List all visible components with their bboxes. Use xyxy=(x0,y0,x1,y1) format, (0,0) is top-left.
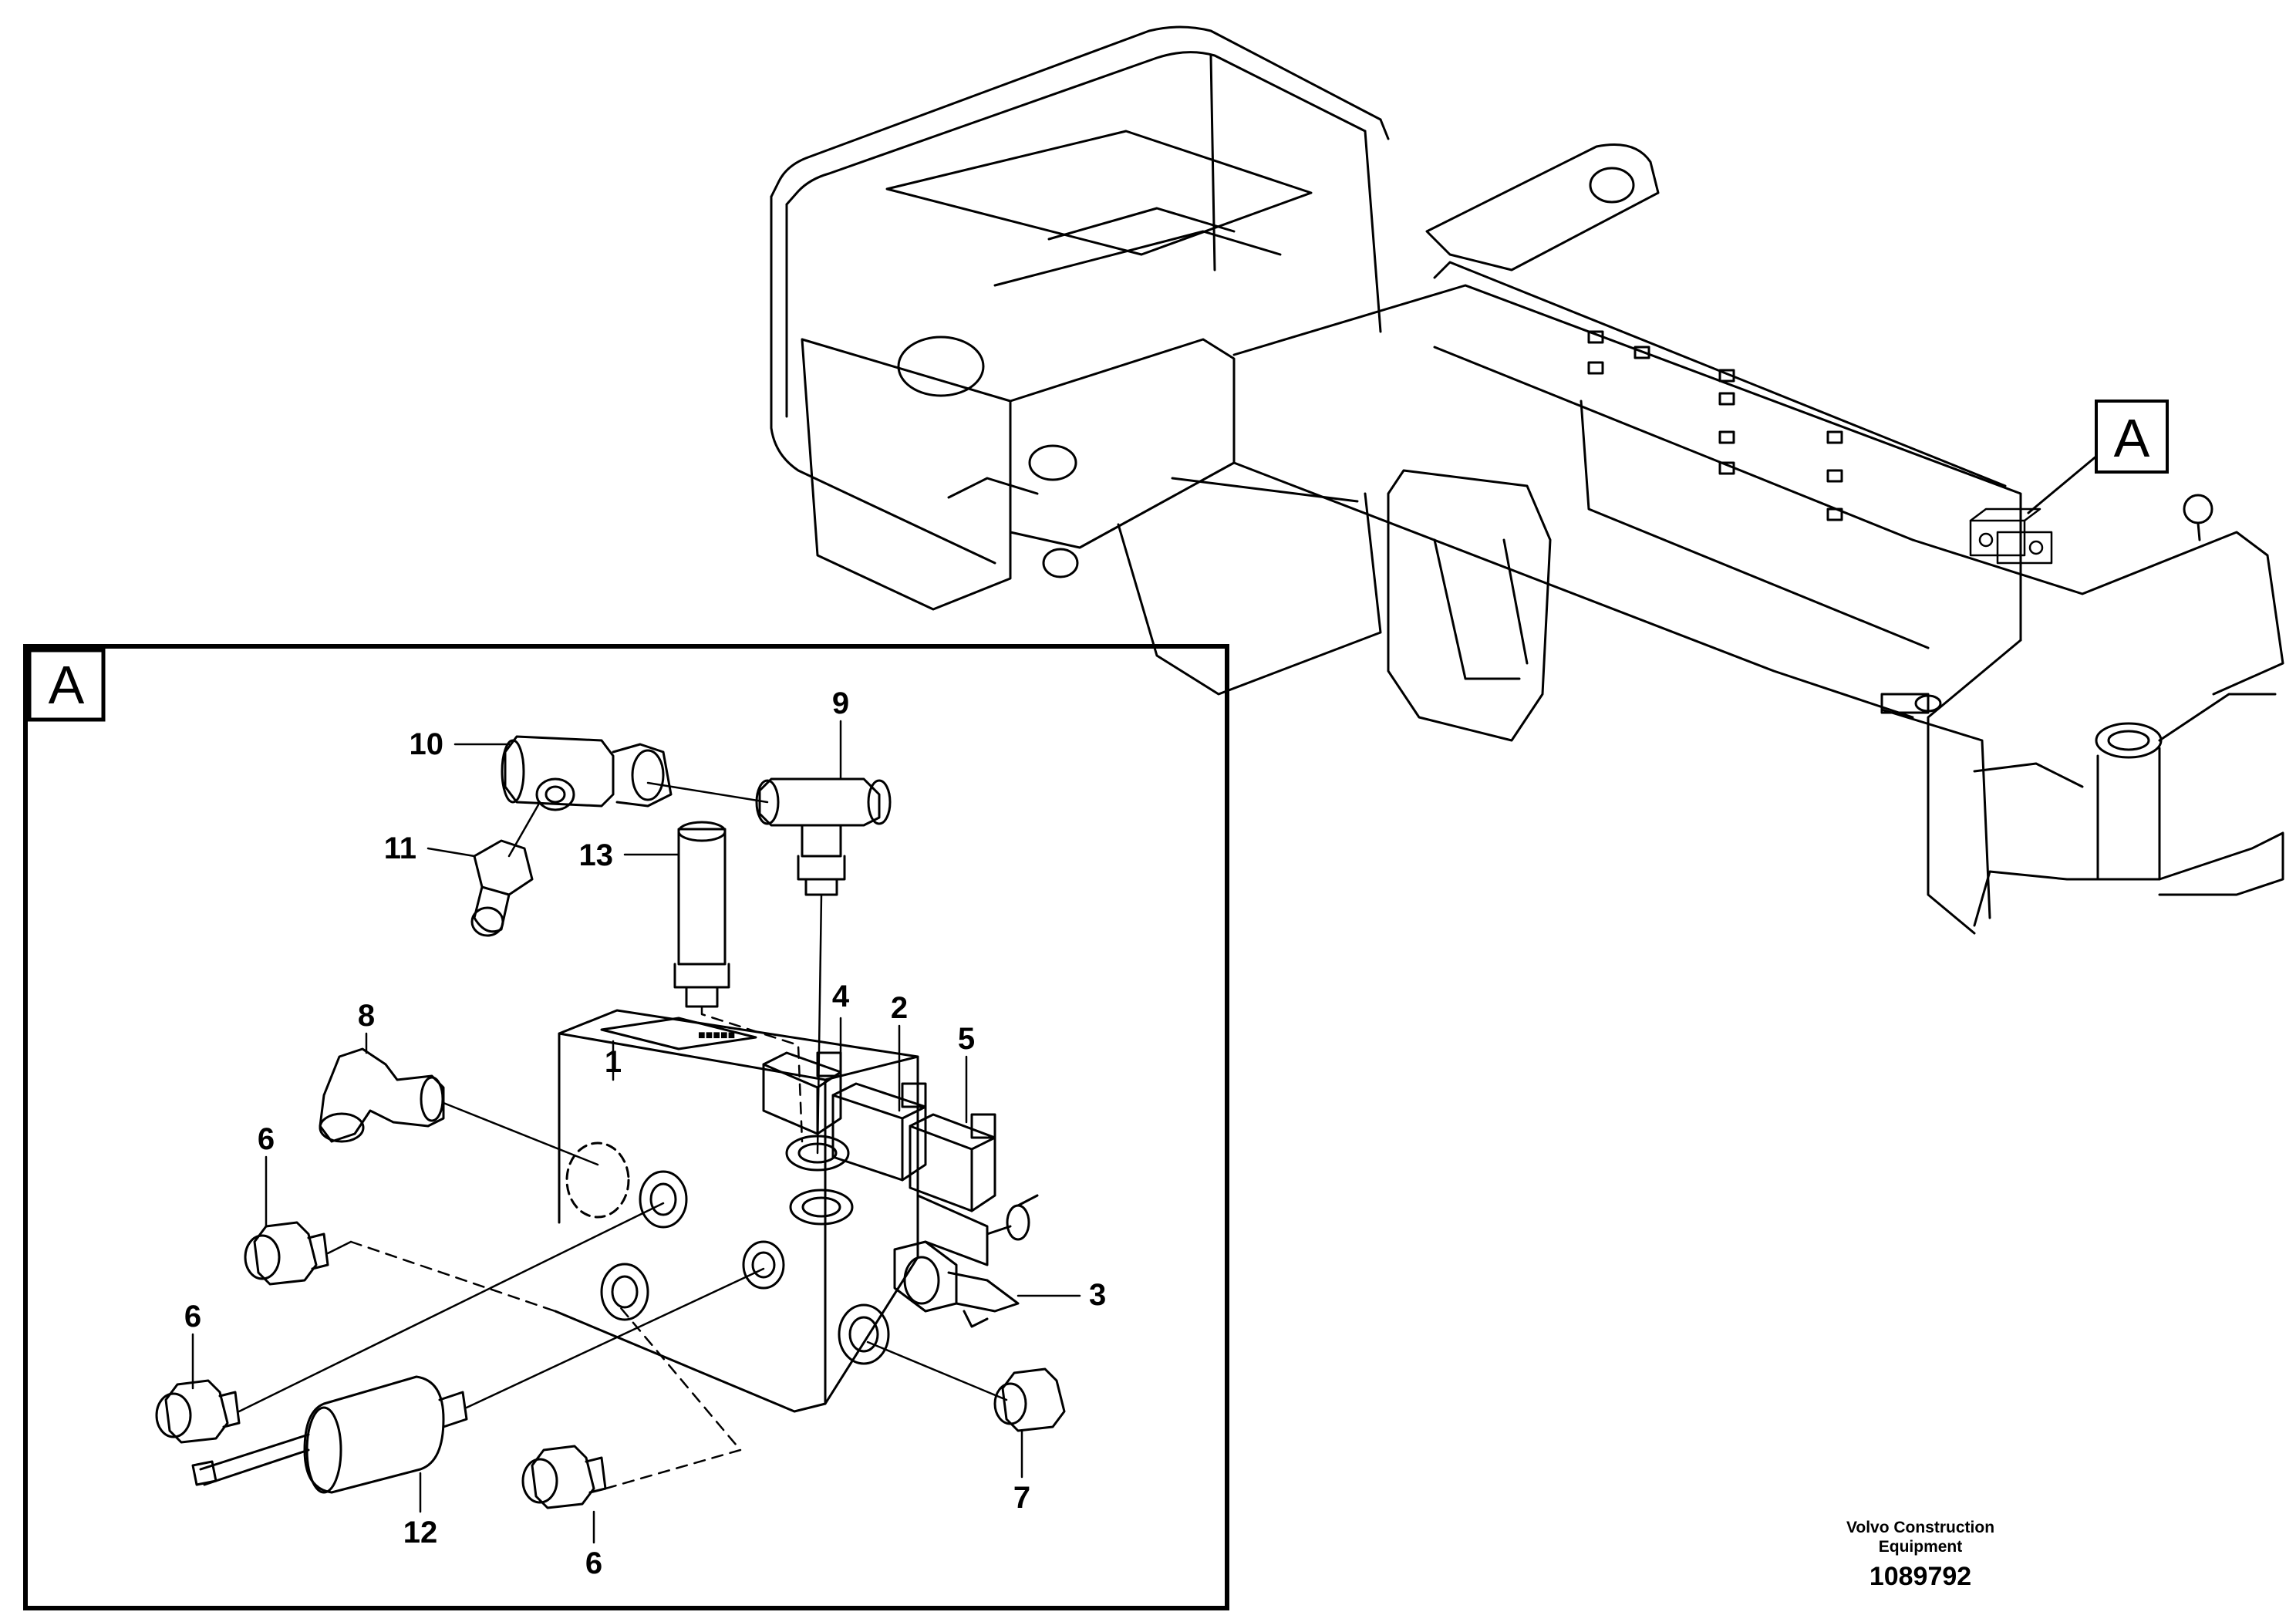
callout-6b: 6 xyxy=(184,1300,201,1334)
valve-location xyxy=(1969,508,2053,565)
view-marker: A xyxy=(2095,400,2169,474)
callout-13: 13 xyxy=(579,838,614,872)
callout-6c: 6 xyxy=(585,1546,602,1580)
callout-labels: 1 2 3 4 5 6 6 6 7 8 9 10 11 12 13 xyxy=(184,686,1106,1580)
callout-8: 8 xyxy=(358,999,375,1033)
plug-6-top xyxy=(244,1221,329,1286)
detail-view-letter: A xyxy=(49,655,85,715)
manufacturer-name: Volvo Construction Equipment xyxy=(1797,1518,2044,1556)
callout-6a: 6 xyxy=(258,1122,275,1156)
callout-12: 12 xyxy=(403,1516,438,1549)
plug-7 xyxy=(993,1367,1066,1432)
view-marker-leader xyxy=(2027,454,2099,514)
callout-5: 5 xyxy=(958,1022,975,1056)
tee-union xyxy=(501,735,673,811)
callout-7: 7 xyxy=(1013,1481,1030,1515)
solenoid-coils xyxy=(762,1051,1039,1266)
plug-6-mid xyxy=(155,1379,241,1444)
callout-9: 9 xyxy=(832,686,849,720)
drawing-number: 1089792 xyxy=(1869,1562,1972,1591)
callout-11: 11 xyxy=(384,831,416,865)
callout-4: 4 xyxy=(832,980,850,1013)
callout-1: 1 xyxy=(605,1045,622,1079)
tee-fitting xyxy=(755,777,892,896)
valve-block: ■■■■■ xyxy=(554,1009,919,1413)
elbow-fitting xyxy=(319,1047,445,1143)
hidden-lines xyxy=(349,1005,804,1490)
callout-3: 3 xyxy=(1089,1278,1106,1312)
assembly-lines xyxy=(238,781,1081,1413)
manufacturer-line-1: Volvo Construction xyxy=(1846,1519,1995,1536)
cartridge-valve xyxy=(893,1240,1020,1328)
svg-text:■■■■■: ■■■■■ xyxy=(698,1029,735,1042)
machine-frame xyxy=(770,25,2284,935)
manufacturer-line-2: Equipment xyxy=(1878,1538,1963,1556)
detail-view: A xyxy=(23,644,1229,1610)
temperature-sensor xyxy=(191,1375,468,1494)
view-marker-letter: A xyxy=(2114,408,2150,468)
adapter-fitting xyxy=(470,839,534,937)
plug-6-bottom xyxy=(521,1445,607,1509)
callout-2: 2 xyxy=(891,991,908,1025)
callout-10: 10 xyxy=(410,727,444,761)
pressure-sensor xyxy=(673,821,730,1008)
callout-leaders xyxy=(191,720,1023,1544)
